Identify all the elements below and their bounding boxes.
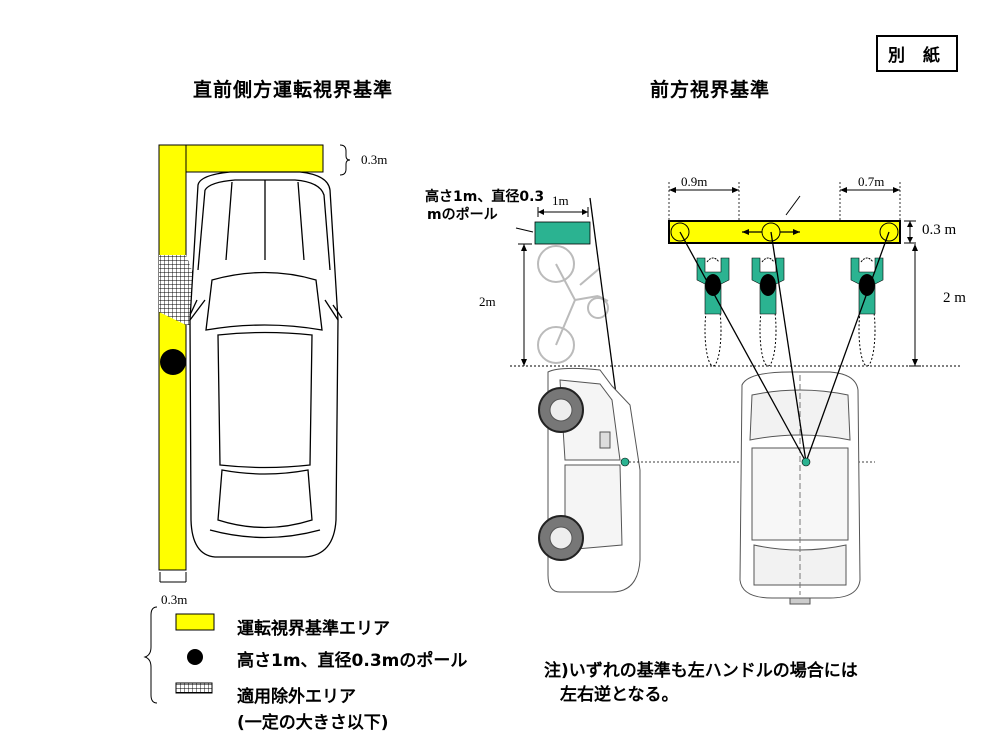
top-band-dim-label: 0.3m (361, 152, 388, 167)
side-height-dim-arrow (518, 243, 532, 366)
cyclist-icon (751, 257, 785, 367)
legend-sub-note: (一定の大きさ以下) (237, 713, 389, 733)
legend-black-dot (187, 649, 203, 665)
note-line2: 左右逆となる。 (560, 685, 679, 705)
front-height-dim-label: 2 m (943, 290, 966, 306)
legend-yellow-swatch (175, 613, 215, 631)
cyclist-icon (850, 257, 884, 367)
bottom-dim-mark (159, 572, 187, 583)
cyclist-group (696, 257, 884, 367)
pole-label-line1: 高さ1m、直径0.3 (425, 189, 545, 205)
side-height-dim-label: 2m (479, 294, 496, 309)
bicycle-icon (537, 245, 609, 364)
legend-brace (143, 606, 158, 704)
front-right-dim-label: 0.7m (858, 174, 885, 189)
front-left-dim-label: 0.9m (681, 174, 708, 189)
sedan-top-view (189, 171, 343, 558)
suv-front-top-view (739, 371, 861, 605)
legend-label-excluded: 適用除外エリア (237, 687, 356, 707)
excluded-area-hatch (159, 255, 200, 325)
side-pole-rect (534, 221, 591, 245)
top-dim-brace (339, 144, 351, 176)
note-line1: 注)いずれの基準も左ハンドルの場合には (544, 661, 858, 681)
left-title: 直前側方運転視界基準 (193, 79, 394, 101)
suv-side-view (538, 367, 641, 593)
cyclist-icon (696, 257, 730, 367)
pole-dot (160, 349, 186, 375)
bar-depth-dim-label: 0.3 m (922, 222, 957, 238)
right-criteria-diagram (510, 182, 960, 605)
bottom-band-dim-label: 0.3m (161, 592, 188, 607)
pole-label-line2: mのポール (427, 207, 498, 223)
legend-label-pole: 高さ1m、直径0.3mのポール (237, 651, 468, 671)
right-title: 前方視界基準 (650, 79, 771, 101)
legend-symbols (143, 606, 215, 704)
pole-dim-label: 1m (552, 193, 569, 208)
side-eye-point (620, 457, 630, 467)
left-criteria-diagram (158, 144, 351, 583)
legend-label-yellow: 運転視界基準エリア (237, 619, 390, 639)
front-height-dim-arrow (909, 244, 921, 367)
attachment-stamp: 別 紙 (876, 35, 958, 72)
legend-grid-swatch (175, 682, 213, 694)
front-eye-point (801, 457, 811, 467)
front-sight-lines (679, 231, 890, 463)
